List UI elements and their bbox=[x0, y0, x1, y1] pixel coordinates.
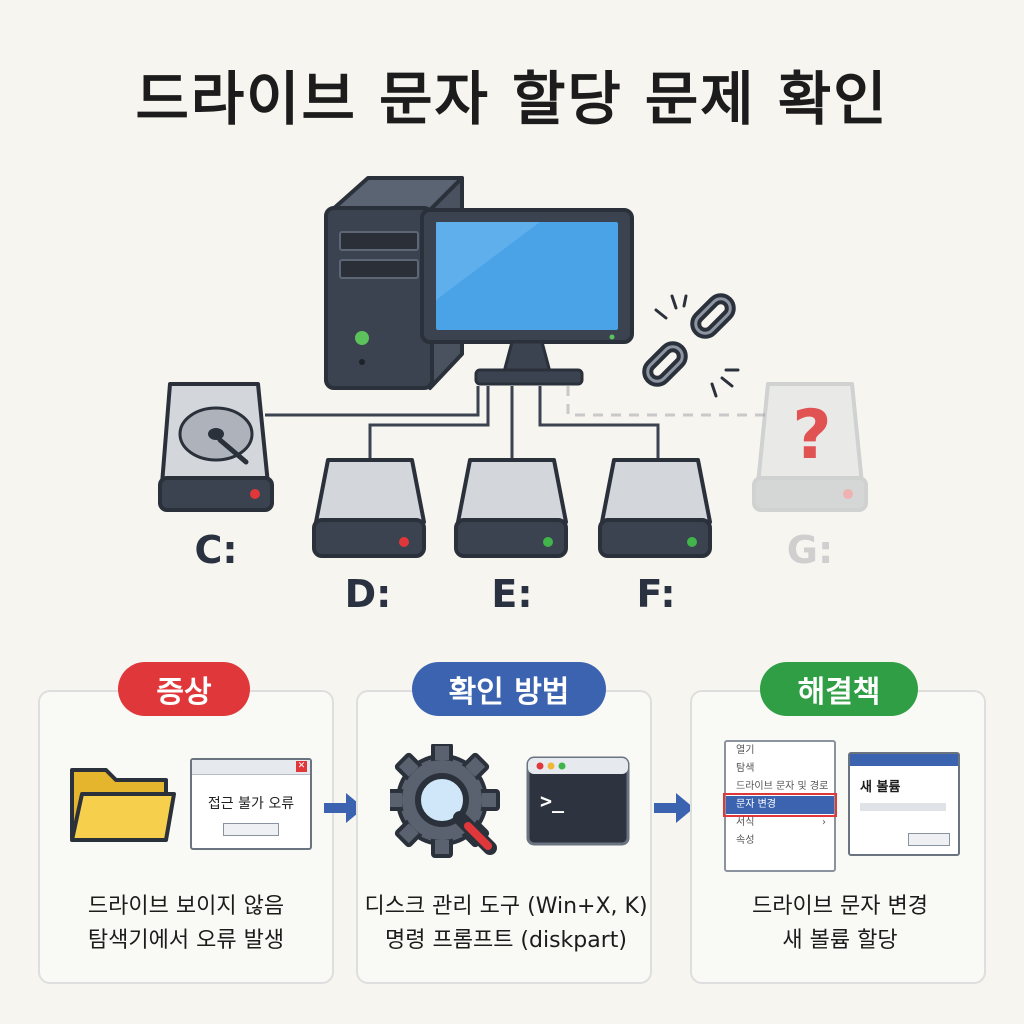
broken-link-icon bbox=[642, 293, 740, 398]
broken-connection-line bbox=[566, 386, 770, 417]
drive-d-led bbox=[399, 537, 409, 547]
arrow-right-icon bbox=[324, 793, 364, 823]
drive-e-led bbox=[543, 537, 553, 547]
menu-item: 탐색 bbox=[736, 763, 755, 774]
pc-tower-icon bbox=[324, 176, 464, 390]
drive-e-icon bbox=[454, 458, 568, 558]
arrow-right-icon bbox=[654, 793, 694, 823]
chevron-right-icon: › bbox=[822, 817, 826, 828]
connection-lines bbox=[265, 386, 660, 460]
symptom-line-2: 탐색기에서 오류 발생 bbox=[87, 928, 285, 953]
drive-f-led bbox=[687, 537, 697, 547]
solution-badge: 해결책 bbox=[760, 662, 918, 716]
drive-c-icon bbox=[158, 382, 274, 512]
new-volume-dialog: 새 볼륨 bbox=[848, 752, 960, 856]
menu-item-selected: 문자 변경 bbox=[723, 793, 837, 817]
drive-label-g: G: bbox=[786, 528, 834, 572]
drive-g-led bbox=[843, 489, 853, 499]
check-line-2: 명령 프롬프트 (diskpart) bbox=[385, 928, 627, 953]
error-dialog: ✕ 접근 불가 오류 bbox=[190, 758, 312, 850]
drive-f-icon bbox=[598, 458, 712, 558]
drive-label-d: D: bbox=[344, 572, 392, 616]
solution-line-2: 새 볼륨 할당 bbox=[782, 928, 898, 953]
menu-item: 열기 bbox=[736, 745, 755, 756]
volume-field bbox=[860, 803, 946, 811]
drive-label-f: F: bbox=[636, 572, 676, 616]
solution-line-1: 드라이브 문자 변경 bbox=[752, 894, 928, 919]
drive-d-icon bbox=[312, 458, 426, 558]
symptom-line-1: 드라이브 보이지 않음 bbox=[87, 894, 285, 919]
terminal-icon: >_ bbox=[526, 756, 630, 846]
menu-item: 서식› bbox=[726, 814, 834, 832]
drive-c-led bbox=[250, 489, 260, 499]
check-badge: 확인 방법 bbox=[412, 662, 606, 716]
volume-dialog-button bbox=[908, 833, 950, 846]
error-dialog-text: 접근 불가 오류 bbox=[207, 796, 295, 812]
context-menu: 열기 탐색 드라이브 문자 및 경로 변경 문자 변경 서식› 속성 bbox=[723, 740, 837, 872]
new-volume-title: 새 볼륨 bbox=[860, 780, 901, 795]
symptom-text: 드라이브 보이지 않음 탐색기에서 오류 발생 bbox=[38, 890, 334, 958]
solution-text: 드라이브 문자 변경 새 볼륨 할당 bbox=[690, 890, 990, 958]
drive-label-c: C: bbox=[194, 528, 238, 572]
menu-item: 드라이브 문자 및 경로 변경 bbox=[736, 781, 829, 810]
check-text: 디스크 관리 도구 (Win+X, K) 명령 프롬프트 (diskpart) bbox=[356, 890, 656, 958]
drive-label-e: E: bbox=[491, 572, 533, 616]
gear-magnifier-icon bbox=[390, 744, 500, 858]
folder-icon bbox=[70, 768, 176, 842]
terminal-prompt: >_ bbox=[540, 789, 565, 813]
unknown-status-mark: ? bbox=[792, 396, 831, 475]
check-line-1: 디스크 관리 도구 (Win+X, K) bbox=[364, 894, 648, 919]
symptom-badge: 증상 bbox=[118, 662, 250, 716]
drive-g-icon bbox=[752, 382, 868, 512]
network-diagram: ? bbox=[158, 176, 868, 558]
menu-item: 속성 bbox=[736, 835, 755, 846]
error-dialog-button bbox=[223, 823, 279, 836]
close-icon: ✕ bbox=[296, 761, 307, 772]
page-title: 드라이브 문자 할당 문제 확인 bbox=[135, 65, 889, 133]
monitor-icon bbox=[420, 208, 634, 386]
